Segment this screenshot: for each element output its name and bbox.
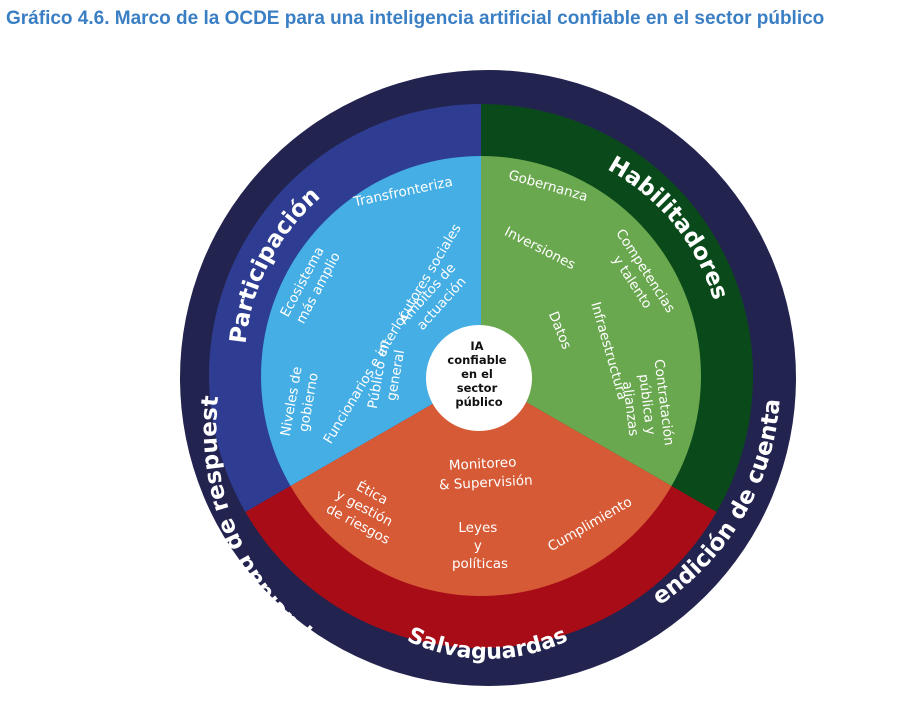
figure-title: Gráfico 4.6. Marco de la OCDE para una i… — [6, 8, 825, 29]
salvaguardas-inner — [290, 376, 672, 596]
item-monitoreo: Monitoreo & Supervisión — [438, 454, 533, 494]
participacion-inner — [261, 156, 481, 486]
item-leyes: Leyes y políticas — [452, 520, 508, 572]
habilitadores-inner — [481, 156, 701, 486]
center-circle — [426, 325, 532, 431]
center-label: IA confiable en el sector público — [447, 339, 510, 409]
